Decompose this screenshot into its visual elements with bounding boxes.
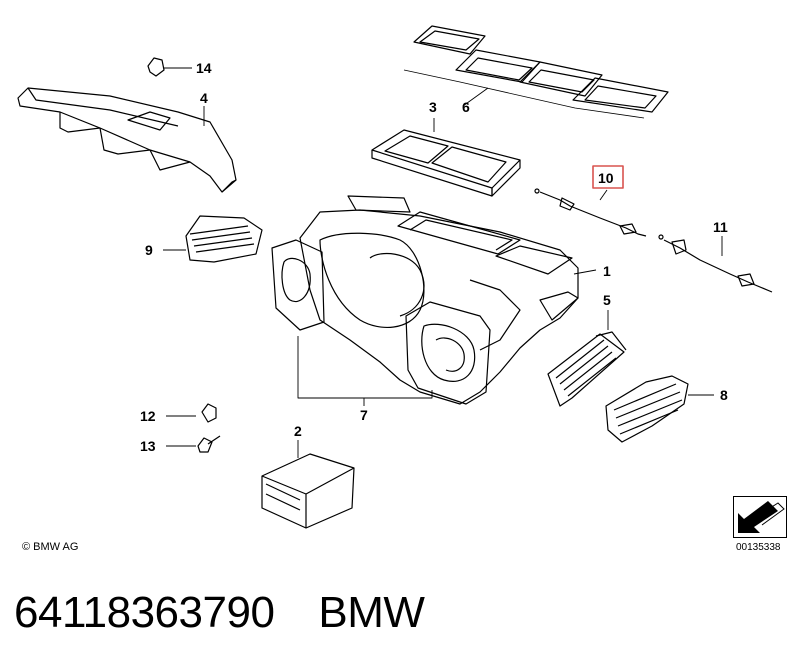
part-10-sensor-cable xyxy=(534,188,647,237)
callout-10-highlight xyxy=(592,165,624,189)
parts-diagram: 1 2 3 4 5 6 7 8 9 10 11 12 13 14 xyxy=(17,25,773,529)
leader-lines xyxy=(163,67,723,458)
part-12-clip xyxy=(201,403,217,423)
callout-9: 9 xyxy=(145,242,153,258)
part-6-gaskets xyxy=(403,25,669,119)
callout-11: 11 xyxy=(713,219,728,235)
callout-13: 13 xyxy=(140,438,156,454)
part-5-grille xyxy=(547,331,627,407)
part-13-screw xyxy=(197,435,221,453)
part-7-left-inlet xyxy=(271,239,325,331)
part-8-ribbed-duct xyxy=(605,375,689,443)
callout-5: 5 xyxy=(603,292,611,308)
callout-4: 4 xyxy=(200,90,208,106)
brand-name: BMW xyxy=(318,588,425,637)
callout-3: 3 xyxy=(429,99,437,115)
callout-12: 12 xyxy=(140,408,156,424)
footer-caption: 64118363790 BMW xyxy=(14,588,425,638)
copyright-notice: © BMW AG xyxy=(22,541,79,553)
part-11-sensor-cable xyxy=(658,234,773,293)
part-1-heater-housing xyxy=(299,195,579,405)
part-2-block xyxy=(261,453,355,529)
part-14-clip xyxy=(147,57,165,77)
callout-1: 1 xyxy=(603,263,611,279)
callout-6: 6 xyxy=(462,99,470,115)
callout-7: 7 xyxy=(360,407,368,423)
part-4-upper-duct xyxy=(17,87,237,193)
view-direction-icon xyxy=(733,496,787,538)
callout-2: 2 xyxy=(294,423,302,439)
part-7-right-inlet xyxy=(405,301,491,405)
part-9-ribbed-duct xyxy=(185,215,263,263)
diagram-reference-number: 00135338 xyxy=(736,542,781,553)
callout-8: 8 xyxy=(720,387,728,403)
callout-14: 14 xyxy=(196,60,212,76)
part-number: 64118363790 xyxy=(14,588,275,637)
part-3-filter-frame xyxy=(371,129,521,197)
callout-10: 10 xyxy=(598,170,614,186)
